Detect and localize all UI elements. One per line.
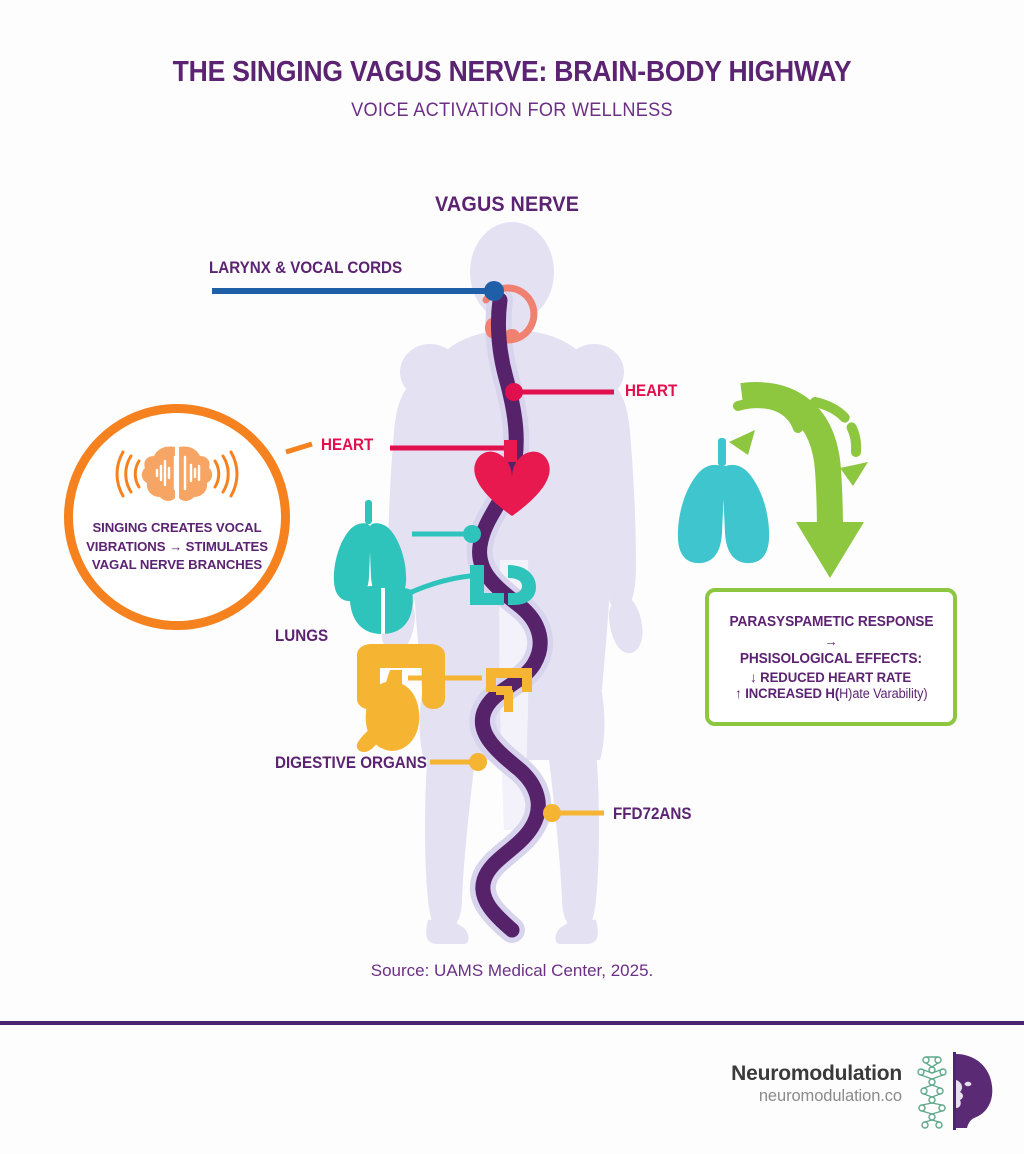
green-arrow-small-right — [810, 397, 868, 486]
head-molecule-logo — [917, 1052, 993, 1130]
lungs-icon-right — [677, 438, 770, 564]
response-effect-hrv-prefix: ↑ INCREASED H( — [734, 684, 839, 701]
connector-larynx — [212, 281, 504, 301]
inner-digestive-glyph — [486, 668, 532, 712]
body-silhouette — [381, 222, 643, 944]
vagus-nerve-heading: VAGUS NERVE — [435, 192, 580, 216]
response-arrow: → — [824, 632, 838, 649]
page-title: THE SINGING VAGUS NERVE: BRAIN-BODY HIGH… — [172, 56, 852, 88]
brain-soundwave-icon — [115, 446, 239, 501]
green-arrow-small-left — [729, 398, 803, 455]
label-heart-right: HEART — [625, 382, 678, 400]
label-larynx-vocal-cords: LARYNX & VOCAL CORDS — [209, 259, 403, 277]
label-heart-left: HEART — [321, 436, 374, 454]
connector-callout — [285, 441, 313, 455]
label-lungs: LUNGS — [275, 627, 329, 645]
response-effect-heart-rate: ↓ REDUCED HEART RATE — [750, 668, 912, 685]
brand-name: Neuromodulation — [731, 1062, 902, 1085]
parasympathetic-response-box: PARASYSPAMETIC RESPONSE → PHSISOLOGICAL … — [705, 588, 957, 726]
header: THE SINGING VAGUS NERVE: BRAIN-BODY HIGH… — [0, 56, 1024, 122]
intestine-icon-left — [357, 644, 445, 710]
inner-lung-glyph — [470, 565, 536, 605]
stomach-icon-left — [356, 670, 420, 752]
footer-divider — [0, 1021, 1024, 1025]
page-subtitle: VOICE ACTIVATION FOR WELLNESS — [351, 99, 673, 121]
connector-digestive-lower — [430, 753, 487, 771]
vagus-nerve-glow — [466, 287, 554, 943]
label-digestive-organs: DIGESTIVE ORGANS — [275, 754, 427, 772]
brand-url: neuromodulation.co — [758, 1087, 902, 1105]
response-effect-hrv-suffix: H)ate Varability) — [838, 685, 928, 701]
singing-callout-circle: SINGING CREATES VOCAL VIBRATIONS → STIMU… — [64, 404, 290, 630]
larynx-marker — [482, 284, 538, 344]
vagus-nerve-path — [472, 292, 548, 938]
connector-lungs — [393, 525, 481, 603]
source-citation: Source: UAMS Medical Center, 2025. — [370, 961, 654, 980]
footer-brand: Neuromodulation neuromodulation.co — [731, 1062, 902, 1106]
green-arrow-large — [740, 382, 864, 578]
label-ffd72ans: FFD72ANS — [613, 805, 692, 823]
callout-text: SINGING CREATES VOCAL VIBRATIONS → STIMU… — [86, 520, 268, 573]
lungs-icon-left — [333, 500, 407, 602]
response-title: PARASYSPAMETIC RESPONSE — [729, 613, 933, 630]
connector-heart-right — [505, 383, 614, 401]
connector-ffd — [543, 804, 604, 822]
response-effects-heading: PHSISOLOGICAL EFFECTS: — [739, 650, 923, 667]
response-effect-hrv: ↑ INCREASED H(H)ate Varability) — [734, 684, 928, 701]
heart-organ-icon — [474, 440, 550, 516]
liver-icon-left — [349, 585, 413, 634]
